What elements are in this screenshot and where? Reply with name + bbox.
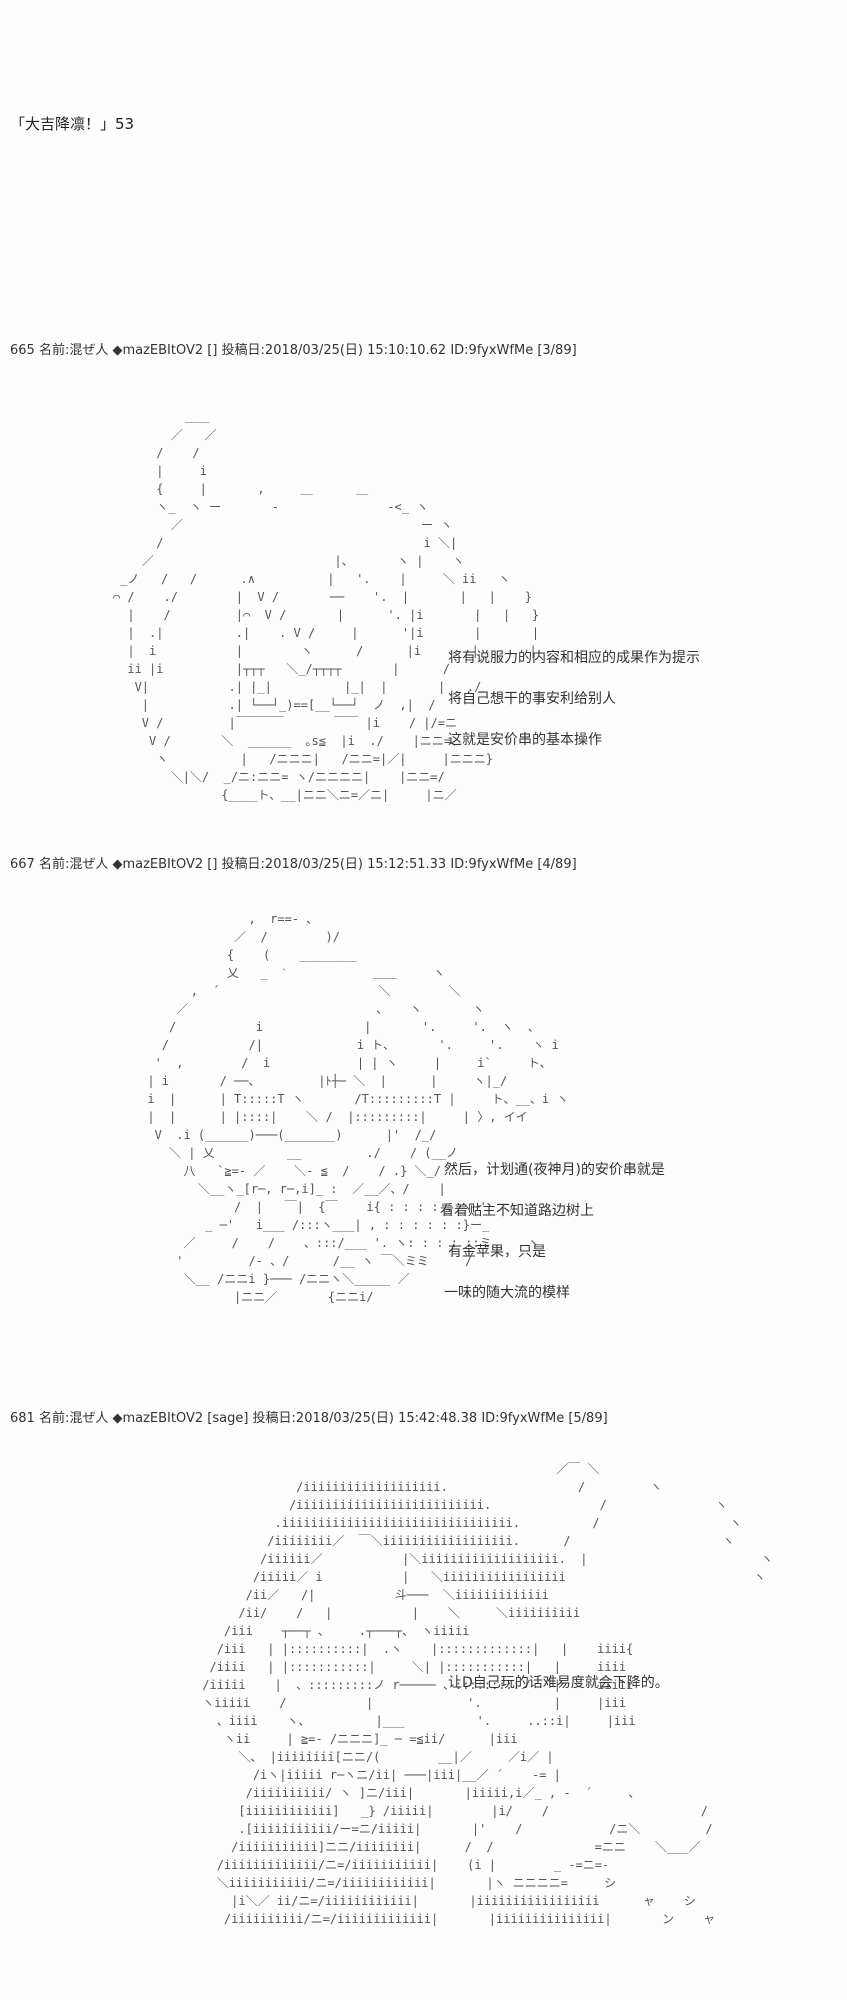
post-667-caption-3: 有金苹果，只是 (448, 1244, 546, 1260)
ascii-art-665: ＿＿ ／ ／ / / | i { | , ＿ ＿ ヽ_ ヽ ー - -<_ ヽ … (112, 410, 540, 802)
post-681-caption-1: 让D自己玩的话难易度就会下降的。 (448, 1675, 669, 1691)
post-667-caption-2: 看着贴主不知道路边树上 (440, 1203, 594, 1219)
post-665-caption-3: 这就是安价串的基本操作 (448, 732, 602, 748)
post-header-665: 665 名前:混ぜ人 ◆mazEBItOV2 [] 投稿日:2018/03/25… (10, 343, 577, 358)
post-667-caption-1: 然后，计划通(夜神月)的安价串就是 (444, 1162, 665, 1178)
post-header-667: 667 名前:混ぜ人 ◆mazEBItOV2 [] 投稿日:2018/03/25… (10, 857, 577, 872)
post-665-caption-1: 将有说服力的内容和相应的成果作为提示 (448, 650, 700, 666)
post-667-caption-4: 一味的随大流的模样 (444, 1285, 570, 1301)
post-header-681: 681 名前:混ぜ人 ◆mazEBItOV2 [sage] 投稿日:2018/0… (10, 1411, 608, 1426)
ascii-art-667: , r==- 、 ／ / )/ { ( ________ 乂 _ ˋ ＿＿ ヽ … (147, 912, 569, 1304)
post-665-caption-2: 将自己想干的事安利给别人 (448, 691, 616, 707)
ascii-art-681: ／￣ ＼ /iiiiiiiiiiiiiiiiiii. / ヽ /iiiiiiii… (202, 1462, 773, 1926)
page-title: 「大吉降凛！」53 (10, 115, 135, 133)
